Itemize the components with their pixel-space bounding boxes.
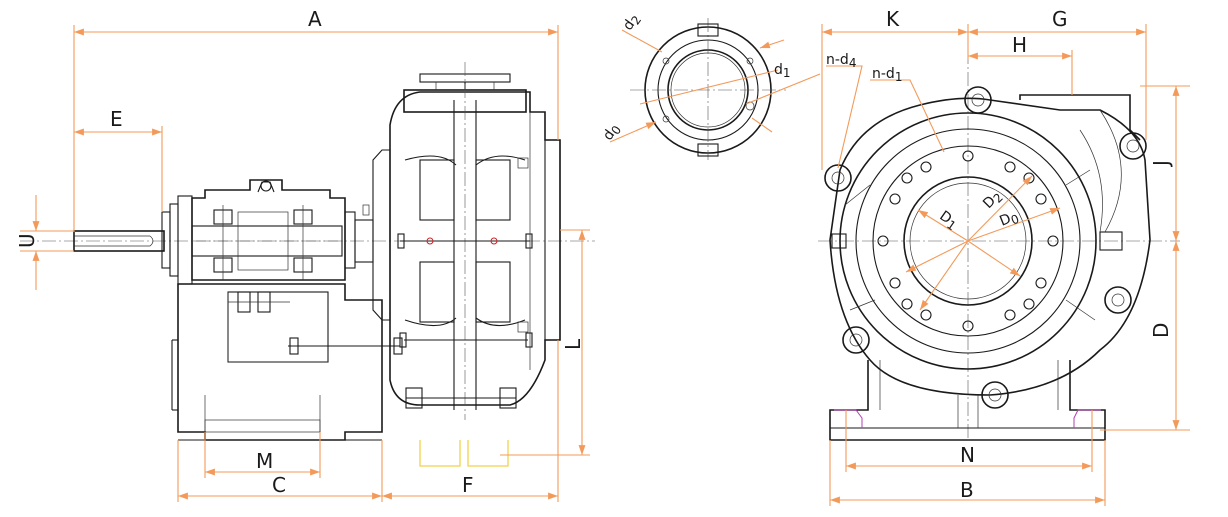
label-n-d4: n-d4: [826, 52, 856, 70]
label-G: G: [1052, 7, 1068, 31]
side-view: [20, 62, 595, 467]
label-J: J: [1149, 160, 1173, 168]
front-view: [818, 28, 1180, 441]
flange-detail-view: [630, 18, 786, 160]
dimension-labels: A E U L M C F K G H J D N B n-d4 n-d1 d2…: [15, 7, 1173, 502]
dimension-lines: [20, 24, 1190, 506]
label-K: K: [886, 7, 900, 31]
label-d0: d0: [600, 121, 624, 145]
label-A: A: [308, 7, 322, 31]
label-U: U: [15, 233, 39, 248]
label-D: D: [1149, 323, 1173, 338]
label-M: M: [256, 449, 273, 473]
label-D1: D1: [935, 208, 960, 233]
label-N: N: [960, 443, 975, 467]
label-d1: d1: [774, 62, 791, 80]
label-D2: D2: [980, 188, 1006, 214]
label-C: C: [272, 473, 286, 497]
label-H: H: [1012, 33, 1027, 57]
label-E: E: [110, 107, 123, 131]
label-B: B: [960, 478, 974, 502]
label-n-d1: n-d1: [872, 66, 902, 84]
label-L: L: [561, 338, 585, 350]
label-F: F: [462, 473, 474, 497]
